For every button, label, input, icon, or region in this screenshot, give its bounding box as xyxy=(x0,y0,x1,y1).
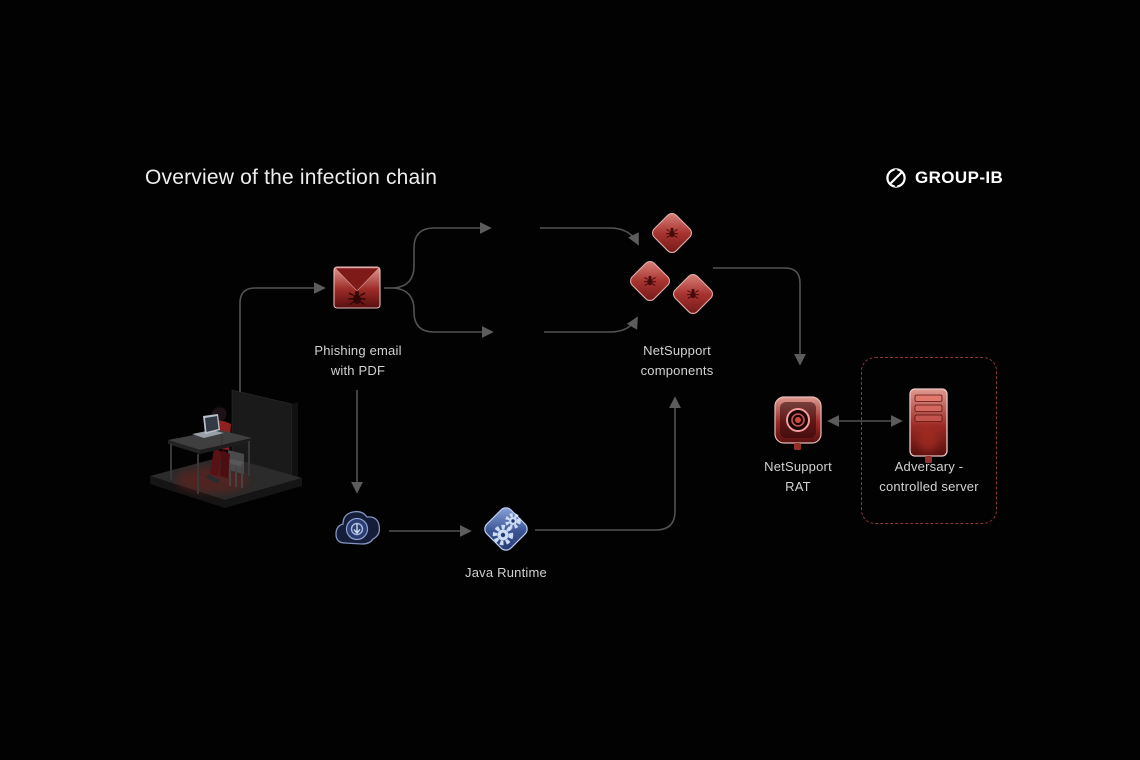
adversary-zone-box xyxy=(861,357,997,524)
group-ib-emblem-icon xyxy=(886,168,906,188)
rat-app-icon xyxy=(774,396,822,450)
node-java-runtime xyxy=(475,498,537,567)
node-cloud xyxy=(332,503,384,558)
adversary-server-icon xyxy=(909,388,948,463)
group-ib-logo: GROUP-IB xyxy=(884,166,1003,190)
cloud-download-icon xyxy=(335,510,381,545)
node-netsupport-rat xyxy=(771,393,825,458)
malicious-email-icon xyxy=(333,266,381,309)
node-victim xyxy=(140,378,310,523)
netsupport-rat-label: NetSupport RAT xyxy=(764,459,832,494)
group-ib-logo-text: GROUP-IB xyxy=(915,168,1004,187)
phishing-email-label: Phishing email with PDF xyxy=(314,343,402,378)
node-netsupport-components xyxy=(622,205,742,335)
adversary-server-label: Adversary - controlled server xyxy=(879,459,979,494)
java-gears-icon xyxy=(484,507,528,551)
node-phishing-email xyxy=(330,260,384,321)
java-runtime-label: Java Runtime xyxy=(465,565,547,580)
person-at-desk-illustration xyxy=(150,389,302,508)
page-title: Overview of the infection chain xyxy=(145,166,438,189)
malware-diamonds-icon xyxy=(622,205,742,330)
node-adversary-server xyxy=(905,386,953,471)
netsupport-components-label: NetSupport components xyxy=(640,343,714,378)
